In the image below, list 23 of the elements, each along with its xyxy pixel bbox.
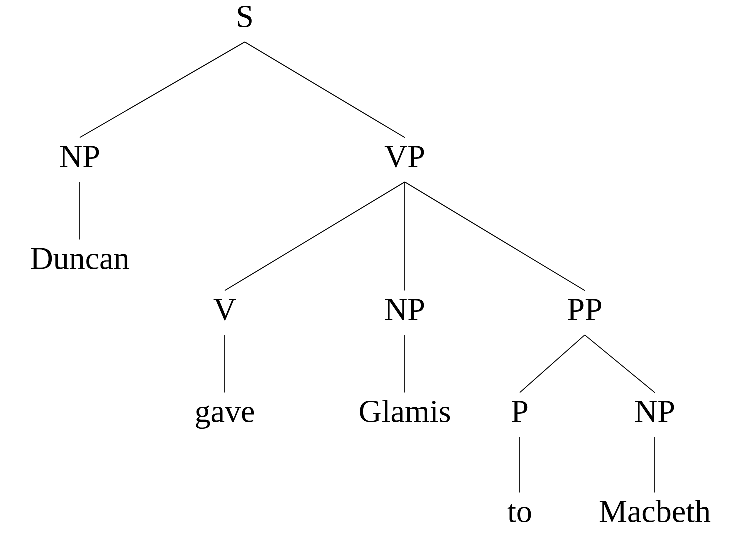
tree-branch <box>80 42 246 138</box>
tree-label: gave <box>196 406 254 430</box>
tree-branch <box>584 334 656 394</box>
tree-label: to <box>508 504 532 522</box>
tree-label: Glamis <box>360 400 450 422</box>
tree-label: NP <box>60 146 100 168</box>
tree-branch <box>404 182 406 292</box>
tree-branch <box>404 182 586 292</box>
tree-label: PP <box>568 299 602 320</box>
tree-label: S <box>238 6 252 28</box>
tree-label: Duncan <box>31 248 130 270</box>
tree-label: NP <box>635 401 674 422</box>
tree-label: NP <box>385 299 424 320</box>
tree-label: P <box>512 401 528 422</box>
tree-label: V <box>214 299 236 321</box>
tree-label: VP <box>384 146 424 168</box>
tree-branch <box>244 42 406 138</box>
tree-branch <box>520 334 586 394</box>
tree-branch <box>224 334 226 394</box>
tree-branch <box>654 436 656 494</box>
tree-branch <box>224 182 406 292</box>
tree-branch <box>404 334 406 394</box>
tree-label: Macbeth <box>600 500 711 522</box>
